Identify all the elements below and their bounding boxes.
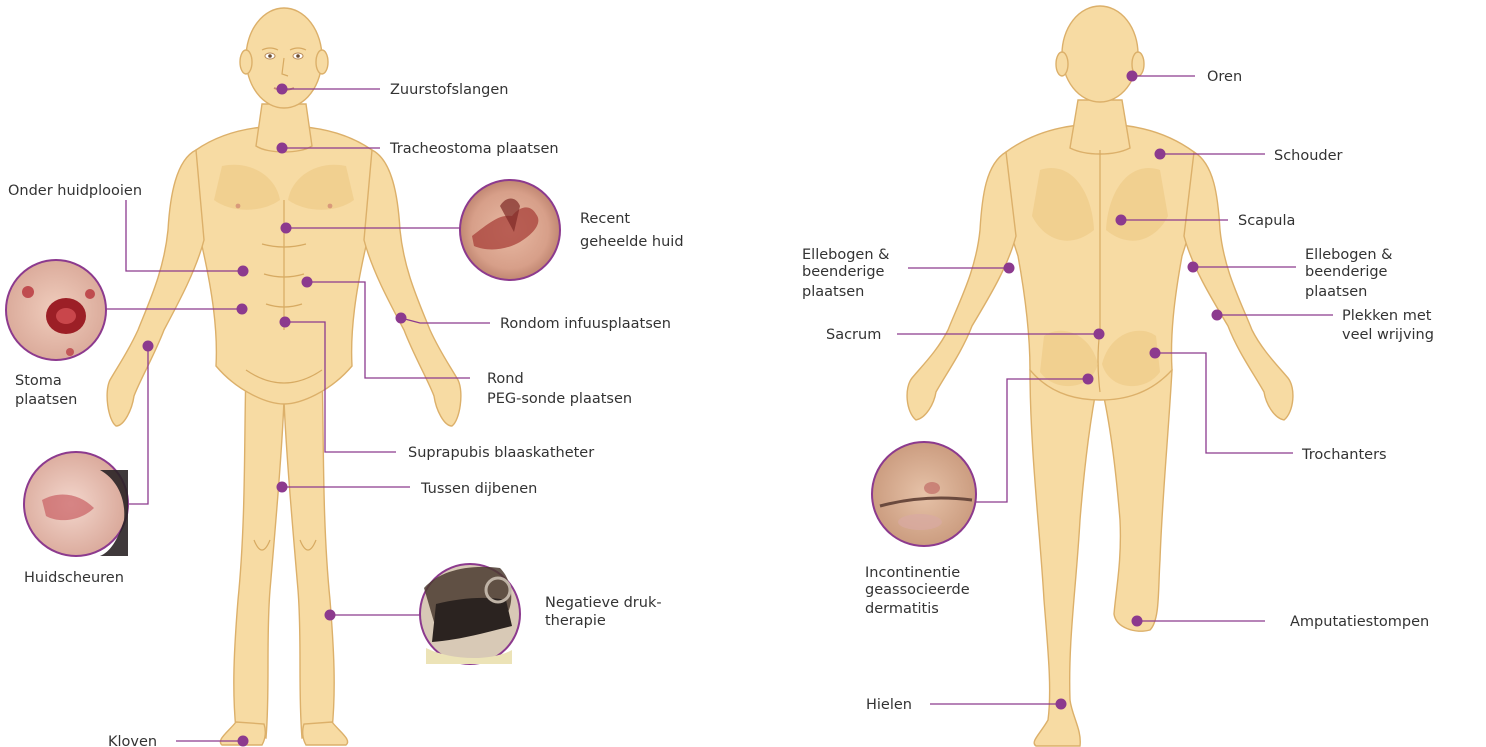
location-dot-icon — [143, 341, 154, 352]
location-dot-icon — [1127, 71, 1138, 82]
location-dot-icon — [396, 313, 407, 324]
location-dot-icon — [238, 736, 249, 747]
location-dot-icon — [1116, 215, 1127, 226]
label-incontinentie-line1: Incontinentie — [865, 565, 960, 581]
location-dot-icon — [277, 143, 288, 154]
label-scapula: Scapula — [1238, 213, 1295, 229]
location-dot-icon — [1056, 699, 1067, 710]
location-dot-icon — [1212, 310, 1223, 321]
wound-photo-skin-tear — [24, 452, 128, 556]
label-amputatiestompen: Amputatiestompen — [1290, 614, 1429, 630]
label-rond-peg-line2: PEG-sonde plaatsen — [487, 391, 632, 407]
front-body-figure — [107, 8, 461, 745]
label-tussen-dijbenen: Tussen dijbenen — [420, 481, 537, 497]
label-plekken-line2: veel wrijving — [1342, 327, 1434, 343]
label-negatieve-line1: Negatieve druk- — [545, 595, 662, 611]
wound-photo-incontinence-dermatitis — [872, 442, 976, 546]
back-body-figure — [907, 6, 1293, 746]
label-ellebogen-left-line1: Ellebogen & — [802, 247, 889, 263]
label-schouder: Schouder — [1274, 148, 1343, 164]
wound-photo-stoma — [6, 260, 106, 360]
location-dot-icon — [325, 610, 336, 621]
label-negatieve-line2: therapie — [545, 613, 606, 629]
location-dot-icon — [1150, 348, 1161, 359]
label-rondom-infuus: Rondom infuusplaatsen — [500, 316, 671, 332]
location-dot-icon — [281, 223, 292, 234]
label-plekken-line1: Plekken met — [1342, 308, 1432, 324]
location-dot-icon — [1155, 149, 1166, 160]
label-huidscheuren: Huidscheuren — [24, 570, 124, 586]
location-dot-icon — [1188, 262, 1199, 273]
wound-photo-negative-pressure — [420, 564, 520, 664]
location-dot-icon — [277, 84, 288, 95]
label-rond-peg-line1: Rond — [487, 371, 524, 387]
label-tracheostoma: Tracheostoma plaatsen — [389, 141, 559, 157]
location-dot-icon — [1132, 616, 1143, 627]
label-stoma-line2: plaatsen — [15, 392, 77, 408]
label-ellebogen-right-line3: plaatsen — [1305, 284, 1367, 300]
label-incontinentie-line2: geassocieerde — [865, 582, 970, 598]
location-dot-icon — [1004, 263, 1015, 274]
label-stoma-line1: Stoma — [15, 373, 62, 389]
label-zuurstofslangen: Zuurstofslangen — [390, 82, 508, 98]
location-dot-icon — [1083, 374, 1094, 385]
location-dot-icon — [277, 482, 288, 493]
label-onder-huidplooien: Onder huidplooien — [8, 183, 142, 199]
location-dot-icon — [280, 317, 291, 328]
location-dot-icon — [1094, 329, 1105, 340]
label-ellebogen-right-line1: Ellebogen & — [1305, 247, 1392, 263]
label-ellebogen-left-line3: plaatsen — [802, 284, 864, 300]
location-dot-icon — [237, 304, 248, 315]
label-sacrum: Sacrum — [826, 327, 881, 343]
wound-photo-recent-healed — [460, 180, 560, 280]
label-ellebogen-right-line2: beenderige — [1305, 264, 1388, 280]
label-hielen: Hielen — [866, 697, 912, 713]
label-incontinentie-line3: dermatitis — [865, 601, 939, 617]
label-suprapubis: Suprapubis blaaskatheter — [408, 445, 594, 461]
label-kloven: Kloven — [108, 734, 157, 747]
label-recent-line2: geheelde huid — [580, 234, 684, 250]
label-oren: Oren — [1207, 69, 1242, 85]
label-recent-line1: Recent — [580, 211, 630, 227]
label-trochanters: Trochanters — [1301, 447, 1387, 463]
label-ellebogen-left-line2: beenderige — [802, 264, 885, 280]
location-dot-icon — [238, 266, 249, 277]
location-dot-icon — [302, 277, 313, 288]
